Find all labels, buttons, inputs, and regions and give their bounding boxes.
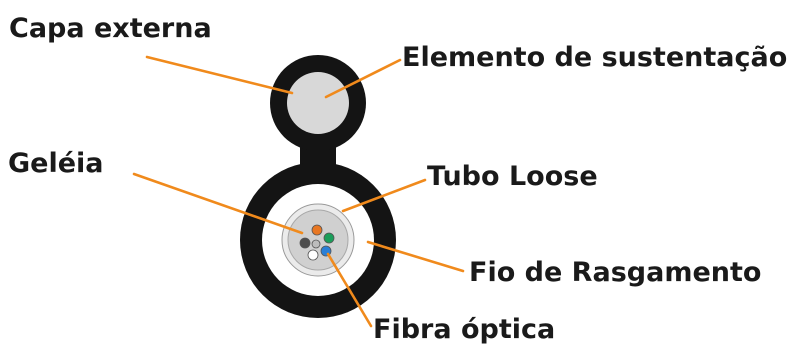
leader-line-gel xyxy=(132,172,304,235)
gel-filling xyxy=(287,209,349,271)
fiber-orange xyxy=(311,224,323,236)
leader-lines xyxy=(132,55,465,328)
label-support-element: Elemento de sustentação xyxy=(402,42,787,73)
cable-cross-section xyxy=(240,55,396,318)
fiber-dark-gray xyxy=(299,237,311,249)
fiber-green xyxy=(323,232,335,244)
leader-line-ripcord xyxy=(366,240,465,273)
label-outer-jacket: Capa externa xyxy=(9,13,212,44)
leader-line-optical-fiber xyxy=(326,252,373,328)
label-optical-fiber: Fibra óptica xyxy=(373,314,555,345)
leader-line-loose-tube xyxy=(341,178,427,213)
optical-fibers xyxy=(299,224,335,261)
fiber-light-gray xyxy=(311,239,321,249)
leader-line-outer-jacket xyxy=(145,55,294,95)
fiber-white xyxy=(307,249,319,261)
label-ripcord: Fio de Rasgamento xyxy=(469,257,761,288)
label-loose-tube: Tubo Loose xyxy=(427,161,598,192)
callout-labels: Capa externa Elemento de sustentação Gel… xyxy=(8,13,787,345)
leader-line-support-element xyxy=(324,58,402,99)
label-gel: Geléia xyxy=(8,148,104,179)
support-element-core xyxy=(287,72,349,134)
